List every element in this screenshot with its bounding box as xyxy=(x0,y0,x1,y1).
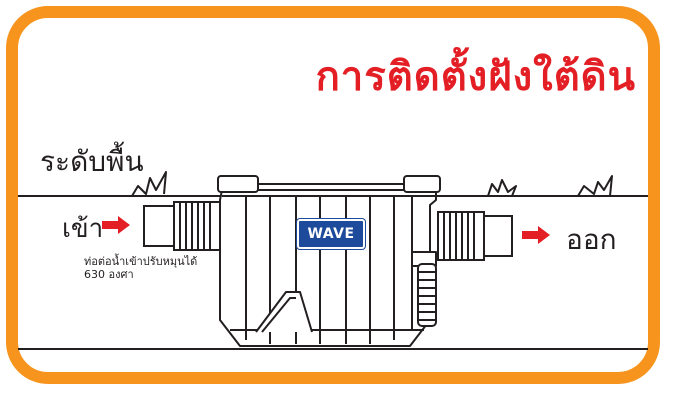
right-arrow-icon xyxy=(102,216,130,234)
grass-tuft-icon xyxy=(577,175,613,197)
outlet-label: ออก xyxy=(566,223,617,256)
ground-level-label: ระดับพื้น xyxy=(40,145,144,178)
grass-tuft-icon xyxy=(131,171,167,197)
note-line-2: 630 องศา xyxy=(84,268,134,281)
grass-tuft-icon xyxy=(487,179,517,197)
brand-badge: WAVE xyxy=(297,219,365,249)
grease-trap-tank xyxy=(217,175,441,347)
right-arrow-icon xyxy=(522,226,550,244)
inlet-label: เข้า xyxy=(62,214,104,244)
inlet-pipe xyxy=(143,201,221,251)
outlet-pipe xyxy=(437,211,513,261)
flex-hose xyxy=(417,263,437,327)
inlet-rotation-note: ท่อต่อน้ำเข้าปรับหมุนได้ 630 องศา xyxy=(84,255,197,281)
note-line-1: ท่อต่อน้ำเข้าปรับหมุนได้ xyxy=(84,255,198,268)
page-title: การติดตั้งฝังใต้ดิน xyxy=(315,54,636,100)
